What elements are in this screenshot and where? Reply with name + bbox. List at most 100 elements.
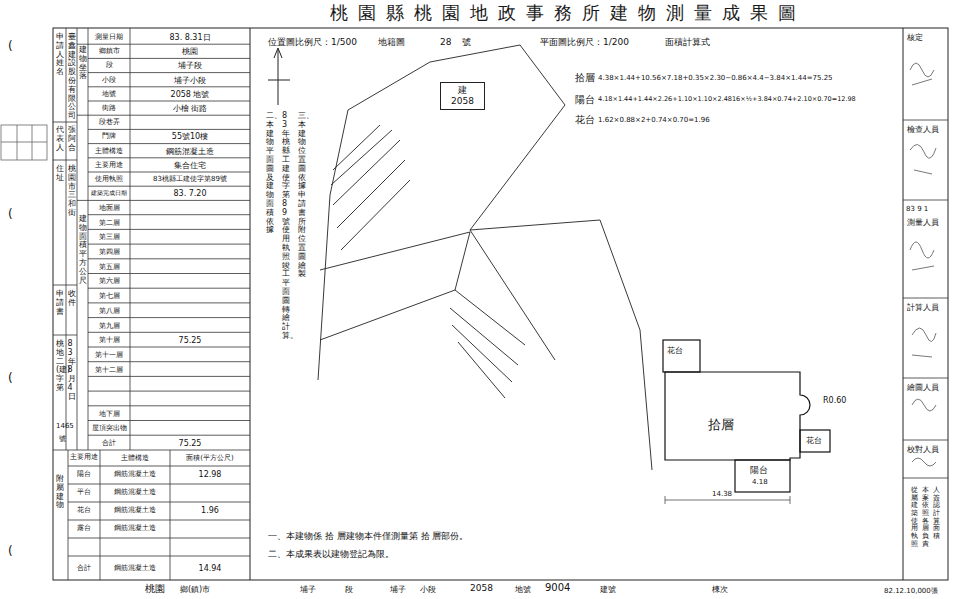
line-art [903,200,948,201]
line-art [903,298,948,299]
table-header: 段巷弄 [88,118,130,126]
table-header: 使用執照 [88,175,130,183]
line-art [68,538,250,539]
line-art [903,378,948,379]
table-header: 第六層 [88,277,130,285]
line-art [88,288,250,289]
line-art [88,115,250,116]
line-art [903,28,904,580]
footer-field: 埔子 [390,585,406,594]
signature-header: 測量人員 [907,218,939,227]
line-art [88,229,250,230]
table-header: 主體構造 [100,454,170,462]
signature-date: 83 9 1 [906,205,928,213]
area-formula: 4.38×1.44+10.56×7.18+0.35×2.30−0.86×4.4−… [598,74,833,82]
table-cell: 14.94 [170,564,250,573]
group-header: 建物坐落 [79,46,87,81]
table-cell: 83年8月4日 [68,340,76,402]
punch-mark: ( [8,208,13,222]
line-art [912,328,936,357]
table-header: 門牌 [88,132,130,140]
group-header: 建物面積平方公尺 [79,215,87,285]
punch-mark: ( [8,40,13,54]
box-text: 2058 [447,96,478,107]
footer-field: 段 [345,585,353,594]
line-art [455,232,470,290]
table-header: 合計 [88,439,130,447]
table-cell: 露台 [68,524,100,532]
location-map [318,45,652,470]
formula-head: 拾層 [575,72,595,84]
line-art [68,466,250,467]
table-cell: 花台 [68,506,100,514]
footer-field: 2058 [470,583,493,593]
footer-field: 地號 [515,585,531,594]
table-cell: 埔子小段 [130,76,250,85]
table-cell: 鋼筋混凝土造 [100,506,170,514]
line-art [88,317,250,318]
line-art [910,63,934,85]
line-art [274,48,282,58]
table-cell: 1.96 [170,506,250,515]
table-cell: 鋼筋混凝土造 [100,470,170,478]
scale-note: 面積計算式 [665,37,710,47]
line-art [88,258,250,259]
line-art [170,450,171,580]
line-art [903,478,948,479]
line-art [1,142,47,143]
area-formula: 4.18×1.44+1.44×2.26+1.10×1.10×2.4816×½+3… [598,96,856,103]
table-header: 建築完成日期 [88,189,130,196]
line-art [53,450,250,451]
signature-header: 繪圖人員 [907,383,939,392]
line-art [53,160,77,161]
form-table [53,28,250,580]
line-art [910,144,936,174]
line-art [88,214,250,215]
line-art [88,58,250,59]
table-header: 主體構造 [88,147,130,155]
plan-label: 花台 [806,436,822,445]
vertical-note: 三、本建物位置圖依據申請書所附位置圖繪製 [298,112,306,279]
line-art [665,372,810,460]
table-cell: 平台 [68,488,100,496]
table-cell: 小檜 街路 [130,104,250,113]
scale-note: 平面圖比例尺：1/200 [540,37,629,47]
line-art [800,430,830,452]
table-header: 段 [88,61,130,69]
formula-head: 陽台 [575,94,595,106]
line-art [88,420,250,421]
line-art [53,285,77,286]
floor-plan [663,340,830,504]
line-art [910,242,934,270]
table-cell: 12.98 [170,470,250,479]
line-art [455,290,525,345]
table-cell: 83. 8.31日 [130,33,250,42]
table-cell: 陽台 [68,470,100,478]
box-text: 建 [447,85,478,96]
line-art [665,496,666,504]
line-art [458,342,505,398]
footer-field: 桃園 [145,583,165,595]
table-header: 申請書 [56,290,64,316]
line-art [88,157,250,158]
line-art [53,335,77,336]
building-box: 建2058 [440,82,485,110]
vertical-note: 人簽認計算面積 [933,487,940,541]
line-art [32,125,33,160]
line-art [66,28,67,450]
line-art [88,143,250,144]
vertical-note: 本案依照各層負責 [922,487,929,549]
table-header: 地下層 [88,410,130,418]
table-cell: 鋼筋混凝土造 [130,147,250,156]
table-cell: 埔子段 [130,61,250,70]
line-art [68,450,69,580]
line-art [17,125,18,160]
table-cell: 55號10樓 [130,132,250,141]
floor-label: 拾層 [708,418,734,433]
sheet-note: 一、本建物係 拾 層建物本件僅測量第 拾 層部份。 [268,531,468,541]
table-cell: 張阿合 [68,126,76,152]
line-art [318,195,330,380]
table-header: 屋頂突出物 [88,424,130,432]
table-header: 代表人 [56,126,64,152]
